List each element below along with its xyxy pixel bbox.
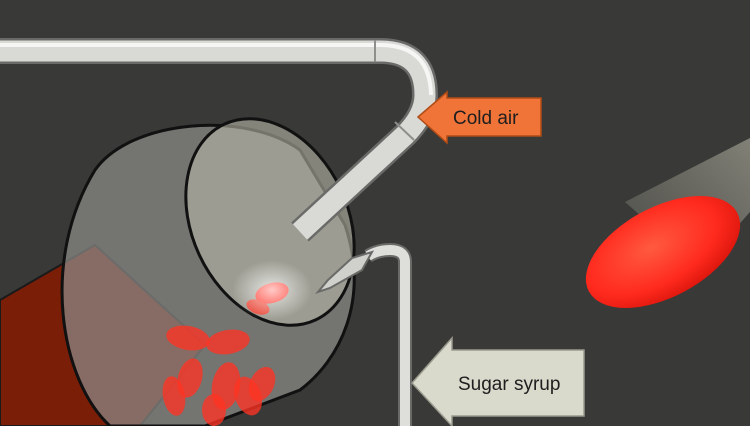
candy-beans-inside [162, 282, 289, 426]
cold-air-pipe [0, 38, 439, 242]
sugar-syrup-arrow-icon [410, 336, 585, 426]
sugar-syrup-pipe [314, 242, 412, 426]
syrup-nozzle [314, 250, 375, 295]
syrup-spray [232, 260, 312, 320]
sugar-syrup-callout: Sugar syrup [410, 336, 585, 426]
cold-air-arrow-icon [416, 90, 542, 145]
coating-pan [60, 117, 356, 426]
cold-air-label: Cold air [453, 108, 519, 129]
magnified-candy-bean [585, 196, 741, 308]
sugar-syrup-label: Sugar syrup [458, 374, 560, 395]
cold-air-callout: Cold air [416, 90, 542, 145]
